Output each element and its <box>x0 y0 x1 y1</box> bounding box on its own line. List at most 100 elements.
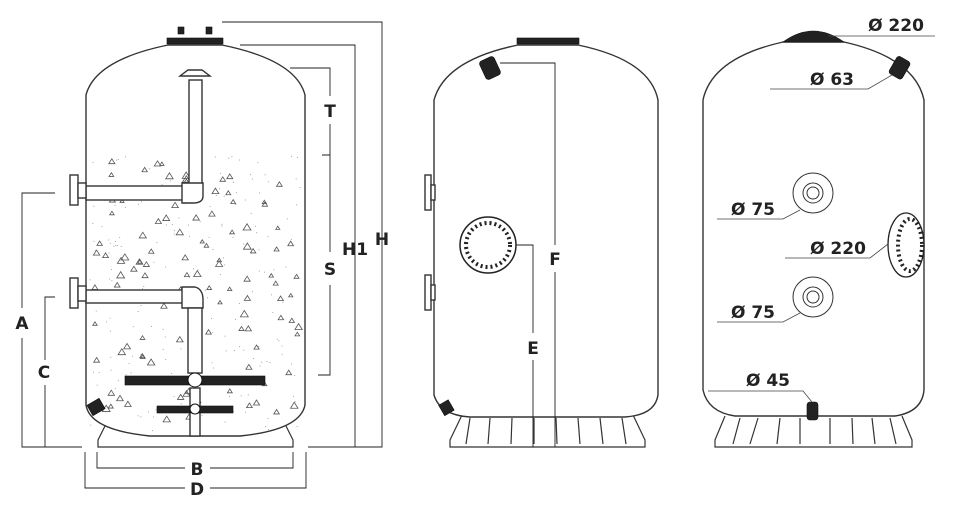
media-grain <box>296 204 298 206</box>
media-grain <box>281 353 283 355</box>
media-particle <box>211 187 220 195</box>
media-particle <box>285 369 293 376</box>
dim-line-b <box>96 452 294 469</box>
media-particle <box>294 322 303 330</box>
media-grain <box>142 288 144 290</box>
media-grain <box>181 339 183 341</box>
media-grain <box>187 393 189 395</box>
upper-port-neck <box>430 184 436 201</box>
media-grain <box>258 270 260 272</box>
media-particle <box>162 415 172 423</box>
media-grain <box>114 387 116 389</box>
media-grain <box>92 222 94 224</box>
inlet-pipe-horizontal <box>85 185 197 201</box>
media-grain <box>155 409 157 411</box>
media-particle <box>219 176 227 182</box>
media-grain <box>108 252 110 254</box>
media-particle <box>242 242 252 250</box>
media-grain <box>261 361 263 363</box>
dim-label-h1: H1 <box>342 240 368 260</box>
media-particle <box>181 254 189 261</box>
media-particle <box>226 388 234 394</box>
media-grain <box>161 184 163 186</box>
media-grain <box>273 269 275 271</box>
media-grain <box>213 367 215 369</box>
media-grain <box>259 192 261 194</box>
media-particle <box>206 285 213 290</box>
media-grain <box>132 355 134 357</box>
section-view: T S H1 H A C B D <box>15 21 389 500</box>
media-particle <box>214 260 224 267</box>
media-grain <box>96 384 98 386</box>
media-particle <box>108 210 115 216</box>
dim-line-f <box>500 62 556 447</box>
media-grain <box>170 180 172 182</box>
media-grain <box>114 204 116 206</box>
label-side-manhole: Ø 220 <box>810 239 866 259</box>
media-particle <box>142 260 151 267</box>
lower-flange-neck <box>77 285 87 302</box>
media-particle <box>119 198 125 203</box>
media-particle <box>162 214 171 221</box>
lid-knob <box>205 26 213 35</box>
media-grain <box>221 225 223 227</box>
media-grain <box>209 205 211 207</box>
media-grain <box>267 417 269 419</box>
top-lid <box>516 37 580 45</box>
media-particle <box>164 172 174 180</box>
media-grain <box>236 192 238 194</box>
media-grain <box>92 161 94 163</box>
media-grain <box>110 369 112 371</box>
media-grain <box>299 187 301 189</box>
media-grain <box>178 217 180 219</box>
media-grain <box>108 278 110 280</box>
media-grain <box>145 171 147 173</box>
media-grain <box>290 156 292 158</box>
media-particle <box>199 238 205 244</box>
media-grain <box>109 317 111 319</box>
media-particle <box>294 331 301 337</box>
leader-line <box>717 209 801 220</box>
dim-label-s: S <box>324 260 336 280</box>
media-particle <box>123 400 132 407</box>
media-grain <box>189 235 191 237</box>
media-grain <box>173 229 175 231</box>
media-grain <box>214 156 216 158</box>
dim-label-e: E <box>527 339 539 359</box>
media-grain <box>251 252 253 254</box>
media-grain <box>219 188 221 190</box>
media-particle <box>268 272 275 278</box>
media-grain <box>252 291 254 293</box>
media-particle <box>137 259 143 264</box>
media-grain <box>93 371 95 373</box>
media-particle <box>120 253 130 261</box>
media-particle <box>245 363 253 370</box>
media-particle <box>287 240 295 247</box>
media-particle <box>92 321 98 326</box>
media-grain <box>290 238 292 240</box>
media-particle <box>238 325 245 331</box>
media-particle <box>159 161 165 166</box>
dim-label-c: C <box>38 363 50 383</box>
media-particle <box>205 328 213 335</box>
air-vent <box>479 56 501 80</box>
media-grain <box>238 159 240 161</box>
media-grain <box>201 414 203 416</box>
media-particle <box>176 393 185 400</box>
media-grain <box>254 346 256 348</box>
media-particle <box>141 272 149 279</box>
base-stand <box>97 419 294 448</box>
media-particle <box>160 302 168 309</box>
media-grain <box>140 201 142 203</box>
dim-line-c <box>44 296 55 447</box>
media-particle <box>277 295 285 301</box>
media-grain <box>232 236 234 238</box>
media-grain <box>162 349 164 351</box>
media-grain <box>267 235 269 237</box>
inlet-diffuser <box>177 69 213 77</box>
media-grain <box>219 274 221 276</box>
media-grain <box>156 242 158 244</box>
media-grain <box>224 421 226 423</box>
media-grain <box>117 380 119 382</box>
media-particle <box>229 229 236 235</box>
